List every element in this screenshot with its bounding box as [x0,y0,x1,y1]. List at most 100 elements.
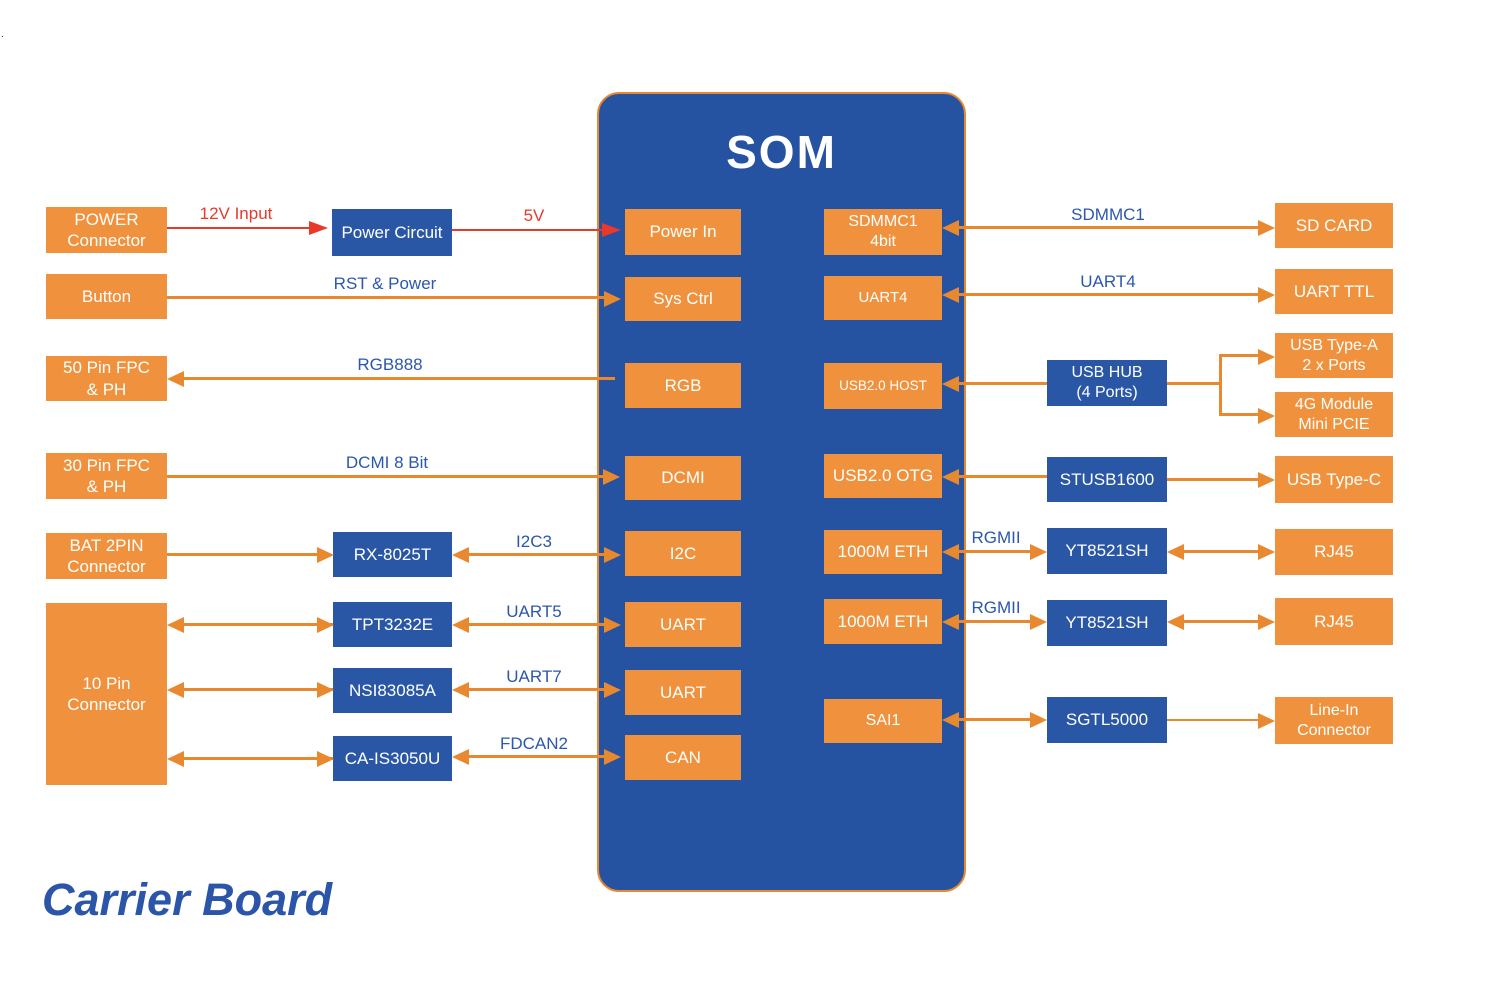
signal-label-i2c3: I2C3 [516,532,552,551]
uart-ttl-box: UART TTL [1275,269,1393,314]
wire-pin10-tpt [184,623,333,626]
som-port-uart-2: UART [625,670,741,715]
wire-rgmii-2 [958,620,1031,623]
nsi83085a-chip: NSI83085A [333,668,452,713]
signal-label-uart4: UART4 [1080,272,1136,291]
wire-pin10-can [184,757,333,760]
usb-type-a-box: USB Type-A 2 x Ports [1275,333,1393,378]
bat-connector-box: BAT 2PIN Connector [46,533,167,579]
power-connector-box: POWER Connector [46,207,167,253]
arrowhead-phy2-rj45-right [1258,614,1275,630]
som-port-sai1: SAI1 [824,699,942,743]
arrowhead-5v [602,223,621,237]
arrowhead-bat-rtc [317,547,334,563]
arrowhead-rgmii-2-right [1030,614,1047,630]
arrowhead-line-in [1258,713,1275,729]
signal-label-sdmmc1: SDMMC1 [1071,205,1145,224]
signal-label-12v: 12V Input [199,204,273,223]
wire-dcmi [167,475,603,478]
rj45-box-2: RJ45 [1275,598,1393,645]
arrowhead-pin10-tpt-left [167,617,184,633]
wire-pin10-nsi [184,688,333,691]
arrowhead-pin10-tpt-right [317,617,334,633]
wire-5v [452,229,602,231]
wire-usb-otg [958,475,1047,478]
module-4g-box: 4G Module Mini PCIE [1275,392,1393,437]
arrowhead-usb-type-c [1258,472,1275,488]
sd-card-box: SD CARD [1275,203,1393,248]
arrowhead-hub-typea [1258,349,1275,365]
rx8025t-chip: RX-8025T [333,532,452,577]
pin10-connector-box: 10 Pin Connector [46,603,167,785]
arrowhead-uart7-right [604,682,621,698]
arrowhead-uart7-left [452,682,469,698]
tpt3232e-chip: TPT3232E [333,602,452,647]
arrowhead-usb-host [942,376,959,392]
yt8521sh-chip-2: YT8521SH [1047,600,1167,646]
wire-rgmii-1 [958,550,1031,553]
wire-hub-branch-vertical [1219,354,1222,416]
signal-label-rgb888: RGB888 [357,355,423,374]
power-circuit-chip: Power Circuit [332,209,452,256]
arrowhead-pin10-nsi-left [167,682,184,698]
wire-fdcan2 [468,755,604,758]
signal-label-uart7: UART7 [506,667,562,686]
fpc50-box: 50 Pin FPC & PH [46,356,167,401]
som-port-usb-otg: USB2.0 OTG [824,454,942,498]
rj45-box-1: RJ45 [1275,529,1393,575]
arrowhead-uart5-left [452,617,469,633]
arrowhead-pin10-can-left [167,751,184,767]
som-port-sys-ctrl: Sys Ctrl [625,277,741,321]
fpc30-box: 30 Pin FPC & PH [46,453,167,499]
usb-type-c-box: USB Type-C [1275,456,1393,503]
arrowhead-uart4-left [942,287,959,303]
wire-hub-typea [1219,354,1259,357]
signal-label-dcmi8: DCMI 8 Bit [345,453,429,472]
signal-label-rgmii-2: RGMII [971,598,1021,617]
sgtl5000-chip: SGTL5000 [1047,697,1167,743]
wire-rgb888 [184,377,615,380]
arrowhead-phy1-rj45-right [1258,544,1275,560]
arrowhead-usb-otg [942,469,959,485]
arrowhead-uart4-right [1258,287,1275,303]
arrowhead-i2c3-right [604,547,621,563]
signal-label-uart5: UART5 [506,602,562,621]
wire-hub-feed [1167,382,1222,385]
signal-label-fdcan2: FDCAN2 [499,734,569,753]
signal-label-rgmii-1: RGMII [971,528,1021,547]
stusb1600-chip: STUSB1600 [1047,457,1167,502]
wire-uart4 [958,293,1260,296]
arrowhead-12v [309,221,328,235]
som-port-uart4: UART4 [824,276,942,320]
arrowhead-pin10-can-right [317,751,334,767]
arrowhead-sdmmc1-right [1258,220,1275,236]
signal-label-5v: 5V [523,206,545,225]
som-port-can: CAN [625,735,741,780]
wire-uart7 [468,688,604,691]
arrowhead-dcmi [603,469,620,485]
arrowhead-i2c3-left [452,547,469,563]
button-box: Button [46,274,167,319]
wire-phy2-rj45 [1183,620,1259,623]
page-title: Carrier Board [42,874,333,925]
wire-uart5 [468,623,604,626]
wire-i2c3 [468,553,604,556]
som-port-power-in: Power In [625,209,741,255]
som-port-dcmi: DCMI [625,456,741,500]
arrowhead-rgmii-1-right [1030,544,1047,560]
wire-sdmmc1 [958,226,1260,229]
wire-usb-type-c [1167,478,1259,481]
arrowhead-fdcan2-right [604,749,621,765]
wire-sai1 [958,718,1031,721]
arrowhead-rst [604,291,621,307]
line-in-box: Line-In Connector [1275,697,1393,744]
som-port-i2c: I2C [625,531,741,576]
arrowhead-uart5-right [604,617,621,633]
wire-rst [167,296,604,299]
som-port-eth-1: 1000M ETH [824,530,942,574]
arrowhead-sdmmc1-left [942,220,959,236]
arrowhead-rgmii-2-left [942,614,959,630]
som-port-sdmmc1: SDMMC1 4bit [824,209,942,255]
som-port-usb-host: USB2.0 HOST [824,363,942,409]
